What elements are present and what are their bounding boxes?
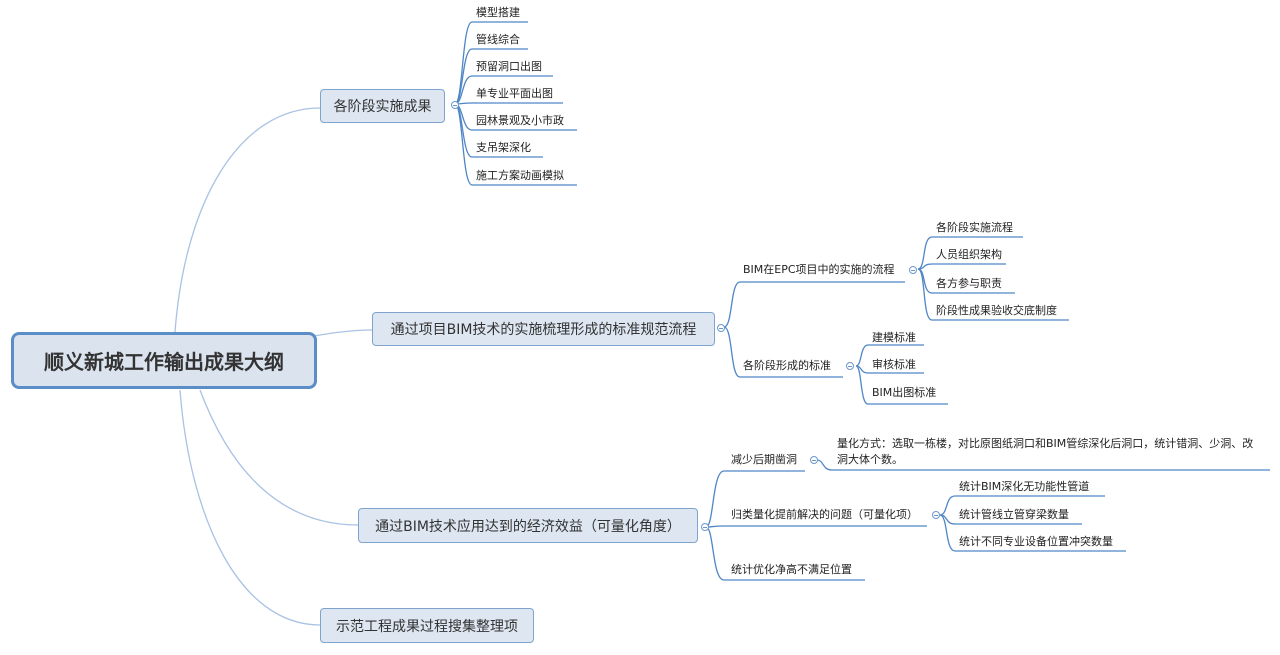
- leaf-modeling[interactable]: 模型搭建: [476, 6, 520, 19]
- branch-stage-results[interactable]: 各阶段实施成果: [320, 89, 445, 123]
- note-quantification-line1[interactable]: 量化方式：选取一栋楼，对比原图纸洞口和BIM管综深化后洞口，统计错洞、少洞、改: [837, 437, 1254, 450]
- leaf-hangers[interactable]: 支吊架深化: [476, 141, 531, 154]
- leaf-landscape[interactable]: 园林景观及小市政: [476, 114, 564, 127]
- branch-demonstration-project[interactable]: 示范工程成果过程搜集整理项: [320, 608, 534, 643]
- collapse-toggle-icon[interactable]: [810, 456, 818, 464]
- leaf-equipment-conflicts[interactable]: 统计不同专业设备位置冲突数量: [959, 535, 1113, 548]
- leaf-nonfunctional-pipes[interactable]: 统计BIM深化无功能性管道: [959, 480, 1090, 493]
- collapse-toggle-icon[interactable]: [701, 523, 709, 531]
- leaf-stage-process[interactable]: 各阶段实施流程: [936, 221, 1013, 234]
- leaf-single-discipline-plan[interactable]: 单专业平面出图: [476, 87, 553, 100]
- sub-clear-height[interactable]: 统计优化净高不满足位置: [731, 563, 852, 576]
- leaf-drawing-standard[interactable]: BIM出图标准: [872, 386, 937, 399]
- collapse-toggle-icon[interactable]: [717, 324, 725, 332]
- sub-stage-standards[interactable]: 各阶段形成的标准: [743, 359, 831, 372]
- branch-standard-process[interactable]: 通过项目BIM技术的实施梳理形成的标准规范流程: [372, 312, 715, 346]
- note-quantification-line2[interactable]: 洞大体个数。: [837, 453, 903, 466]
- leaf-reserved-openings[interactable]: 预留洞口出图: [476, 60, 542, 73]
- sub-bim-epc-process[interactable]: BIM在EPC项目中的实施的流程: [743, 263, 895, 276]
- sub-reduce-drilling[interactable]: 减少后期凿洞: [731, 453, 797, 466]
- root-topic[interactable]: 顺义新城工作输出成果大纲: [11, 332, 317, 389]
- collapse-toggle-icon[interactable]: [909, 266, 917, 274]
- leaf-construction-animation[interactable]: 施工方案动画模拟: [476, 169, 564, 182]
- branch-economic-benefits[interactable]: 通过BIM技术应用达到的经济效益（可量化角度）: [358, 508, 698, 543]
- leaf-acceptance-system[interactable]: 阶段性成果验收交底制度: [936, 304, 1057, 317]
- collapse-toggle-icon[interactable]: [846, 362, 854, 370]
- leaf-review-standard[interactable]: 审核标准: [872, 358, 916, 371]
- leaf-responsibilities[interactable]: 各方参与职责: [936, 277, 1002, 290]
- collapse-toggle-icon[interactable]: [932, 511, 940, 519]
- sub-classified-issues[interactable]: 归类量化提前解决的问题（可量化项）: [731, 508, 918, 521]
- collapse-toggle-icon[interactable]: [451, 101, 459, 109]
- leaf-modeling-standard[interactable]: 建模标准: [872, 331, 916, 344]
- leaf-pipeline-integration[interactable]: 管线综合: [476, 33, 520, 46]
- leaf-org-structure[interactable]: 人员组织架构: [936, 248, 1002, 261]
- leaf-riser-through-beam[interactable]: 统计管线立管穿梁数量: [959, 508, 1069, 521]
